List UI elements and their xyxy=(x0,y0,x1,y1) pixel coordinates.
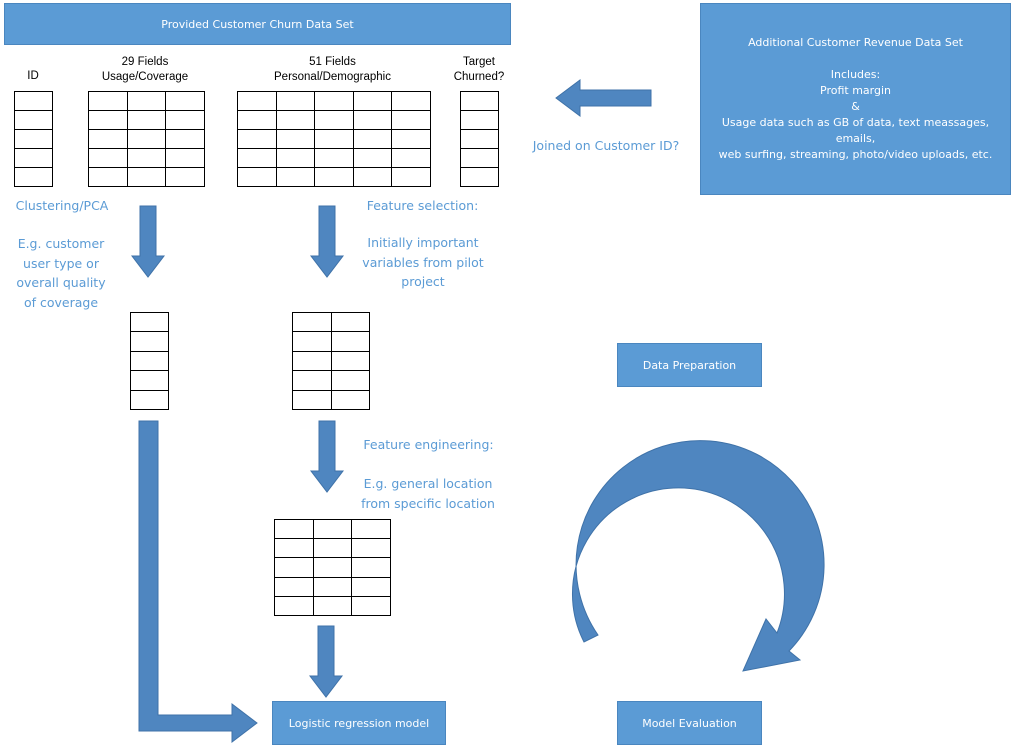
table-row xyxy=(88,148,205,168)
table-row xyxy=(274,518,391,540)
table-cell xyxy=(126,167,167,187)
table-cell xyxy=(14,167,53,187)
revenue-line-5: & xyxy=(851,100,860,113)
table-cell xyxy=(391,167,431,187)
table-row xyxy=(88,110,205,130)
churn-dataset-box: Provided Customer Churn Data Set xyxy=(4,3,511,45)
table-row xyxy=(237,148,431,168)
pca-to-model-arrow xyxy=(138,420,258,744)
header-id: ID xyxy=(27,70,39,82)
personal-table xyxy=(237,91,431,187)
table-row xyxy=(237,129,431,149)
logistic-regression-box: Logistic regression model xyxy=(272,701,446,745)
id-table xyxy=(14,91,53,187)
header-target: Target Churned? xyxy=(453,56,505,83)
clustering-desc-note: E.g. customer user type or overall quali… xyxy=(16,236,106,310)
table-row xyxy=(292,370,370,391)
table-row xyxy=(292,389,370,410)
to-model-arrow xyxy=(308,625,344,698)
revenue-line-6: Usage data such as GB of data, text meas… xyxy=(721,116,990,145)
table-row xyxy=(88,167,205,187)
logistic-regression-label: Logistic regression model xyxy=(288,716,430,730)
table-row xyxy=(460,167,499,187)
table-row xyxy=(292,311,370,333)
model-evaluation-label: Model Evaluation xyxy=(642,716,737,730)
target-table xyxy=(460,91,499,187)
engineered-features-table xyxy=(274,518,391,616)
data-preparation-label: Data Preparation xyxy=(642,358,737,372)
feature-engineering-note: Feature engineering: xyxy=(363,437,494,452)
feature-selection-desc-note: Initially important variables from pilot… xyxy=(362,235,484,289)
clustering-arrow xyxy=(130,205,166,278)
table-row xyxy=(130,389,169,410)
table-cell xyxy=(460,167,499,187)
feature-selection-note: Feature selection: xyxy=(366,198,479,213)
table-cell xyxy=(351,595,391,616)
revenue-line-7: web surfing, streaming, photo/video uplo… xyxy=(718,148,993,161)
cycle-arrow xyxy=(571,440,825,672)
model-evaluation-box: Model Evaluation xyxy=(617,701,762,745)
feature-engineering-desc-note: E.g. general location from specific loca… xyxy=(361,476,495,511)
feature-engineering-arrow xyxy=(309,420,345,493)
table-row xyxy=(292,350,370,372)
revenue-dataset-box: Additional Customer Revenue Data Set Inc… xyxy=(700,3,1011,195)
table-row xyxy=(237,167,431,187)
table-cell xyxy=(330,389,370,410)
pca-table xyxy=(130,311,169,410)
table-cell xyxy=(130,389,169,410)
revenue-line-4: Profit margin xyxy=(820,84,891,97)
clustering-note: Clustering/PCA xyxy=(15,198,109,213)
revenue-line-3: Includes: xyxy=(830,68,881,81)
header-personal: 51 Fields Personal/Demographic xyxy=(274,56,391,83)
table-cell xyxy=(165,167,205,187)
churn-dataset-label: Provided Customer Churn Data Set xyxy=(161,17,354,31)
join-arrow xyxy=(555,79,652,117)
table-row xyxy=(274,576,391,597)
usage-table xyxy=(88,91,205,187)
feature-selection-arrow xyxy=(309,205,345,278)
revenue-line-1: Additional Customer Revenue Data Set xyxy=(748,36,963,49)
join-note: Joined on Customer ID? xyxy=(532,138,680,153)
table-row xyxy=(274,595,391,616)
table-row xyxy=(237,91,431,111)
table-row xyxy=(14,167,53,187)
selected-features-table xyxy=(292,311,370,410)
header-usage: 29 Fields Usage/Coverage xyxy=(101,56,189,83)
data-preparation-box: Data Preparation xyxy=(617,343,762,387)
